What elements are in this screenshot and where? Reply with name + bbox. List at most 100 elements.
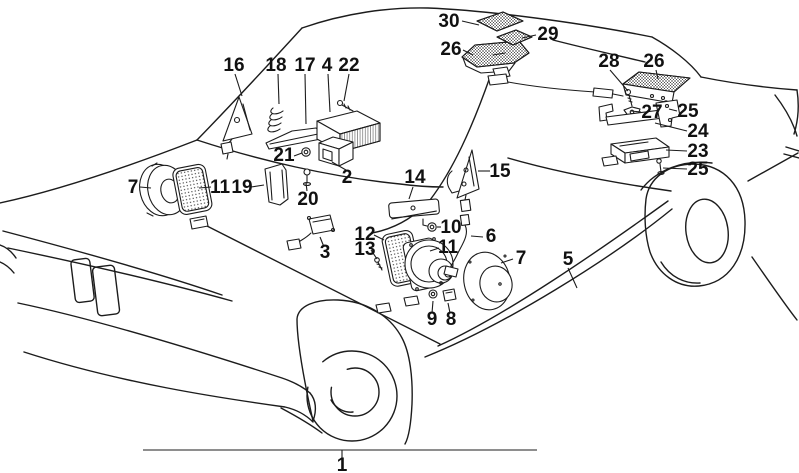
hood-crease-lower — [7, 247, 233, 302]
trunk-rear-edge — [774, 94, 798, 137]
leader-27 — [630, 110, 642, 113]
front-wheel — [306, 350, 398, 442]
callout-9: 9 — [427, 309, 438, 330]
rear-wheel — [644, 163, 746, 287]
rear-speaker-cover-7 — [463, 251, 513, 311]
leader-13 — [370, 249, 378, 260]
b-pillar — [371, 76, 491, 234]
callout-13: 13 — [354, 239, 375, 260]
leader-7 — [500, 258, 514, 264]
rocker-line-lower — [424, 208, 673, 358]
callout-11: 11 — [438, 237, 459, 258]
rocker-line-upper — [437, 200, 669, 347]
callout-10: 10 — [440, 217, 461, 238]
screw-20 — [302, 168, 312, 187]
leader-7 — [139, 186, 152, 189]
callout-30: 30 — [438, 11, 459, 32]
mounting-bar-14 — [388, 198, 440, 220]
front-wheel-hub — [330, 367, 380, 417]
callout-29: 29 — [537, 24, 558, 45]
front-speaker-grille — [172, 163, 213, 215]
leader-23 — [665, 149, 688, 152]
leader-6 — [470, 235, 484, 238]
rear-quarter-crease — [747, 152, 799, 182]
leader-18 — [277, 73, 280, 105]
callout-26: 26 — [440, 39, 461, 60]
callout-8: 8 — [446, 309, 457, 330]
leader-24 — [654, 122, 688, 132]
leader-4 — [327, 73, 331, 113]
leader-3 — [319, 236, 325, 248]
callout-15: 15 — [489, 161, 511, 182]
relay-module-3 — [286, 214, 336, 251]
front-fascia-edges — [0, 244, 17, 274]
radio-unit — [318, 136, 354, 167]
nut-21 — [301, 147, 311, 157]
antenna-cable — [507, 81, 624, 99]
screw-25-lower — [656, 158, 665, 176]
callout-22: 22 — [338, 55, 359, 76]
leader-8 — [447, 302, 451, 314]
a-pillar — [196, 27, 303, 141]
leader-16 — [234, 73, 243, 97]
callout-4: 4 — [322, 55, 333, 76]
sill-connector-b — [375, 302, 392, 314]
callout-7: 7 — [128, 177, 139, 198]
bumper-end-cap — [309, 392, 317, 422]
leader-11 — [198, 186, 212, 189]
callout-7: 7 — [516, 248, 527, 269]
c-pillar — [651, 36, 702, 78]
callout-14: 14 — [404, 167, 426, 188]
front-wheel-spiral — [330, 399, 354, 413]
leader-28 — [609, 69, 629, 92]
callout-25: 25 — [687, 159, 709, 180]
leader-lines — [139, 20, 688, 458]
leader-19 — [250, 184, 265, 188]
callout-24: 24 — [687, 121, 709, 142]
roof-line — [301, 7, 653, 38]
rear-lower-edge — [751, 256, 798, 321]
leader-9 — [431, 300, 434, 314]
callout-2: 2 — [342, 167, 353, 188]
callout-25: 25 — [677, 101, 699, 122]
screw-28 — [624, 88, 633, 107]
leader-22 — [343, 73, 350, 102]
spring — [267, 107, 284, 133]
leader-21 — [293, 152, 303, 157]
bumper-lower-lip — [280, 407, 323, 434]
callout-16: 16 — [223, 55, 244, 76]
leader-5 — [567, 267, 578, 289]
harness-run — [206, 225, 441, 345]
leader-26 — [655, 69, 659, 80]
sill-connector-a — [403, 295, 420, 307]
rear-wheel-sidewall — [660, 261, 701, 284]
leader-26 — [462, 49, 474, 56]
deck-speaker-left-26 — [461, 40, 530, 86]
callout-11: 11 — [210, 177, 231, 198]
clip-8 — [442, 288, 457, 302]
kidney-grille-left — [70, 257, 95, 304]
leader-25 — [662, 167, 688, 170]
hood-crease-upper — [2, 230, 223, 296]
leader-17 — [304, 73, 307, 125]
trunk-top — [700, 76, 798, 91]
leader-12 — [373, 234, 385, 241]
fender-top-line — [0, 139, 198, 204]
callout-18: 18 — [265, 55, 286, 76]
callout-27: 27 — [641, 102, 662, 123]
parts-layer — [139, 11, 691, 314]
leader-25 — [668, 108, 678, 112]
control-module-23 — [601, 137, 670, 167]
screw-22 — [336, 99, 354, 112]
rear-wheel-hub — [685, 198, 729, 264]
car-body-outline — [0, 7, 799, 445]
kidney-grille-right — [91, 264, 121, 317]
nut-10 — [422, 218, 437, 232]
deck-grille-29 — [496, 29, 533, 46]
front-harness-connector — [189, 215, 209, 230]
callout-20: 20 — [297, 189, 318, 210]
callout-19: 19 — [231, 177, 252, 198]
